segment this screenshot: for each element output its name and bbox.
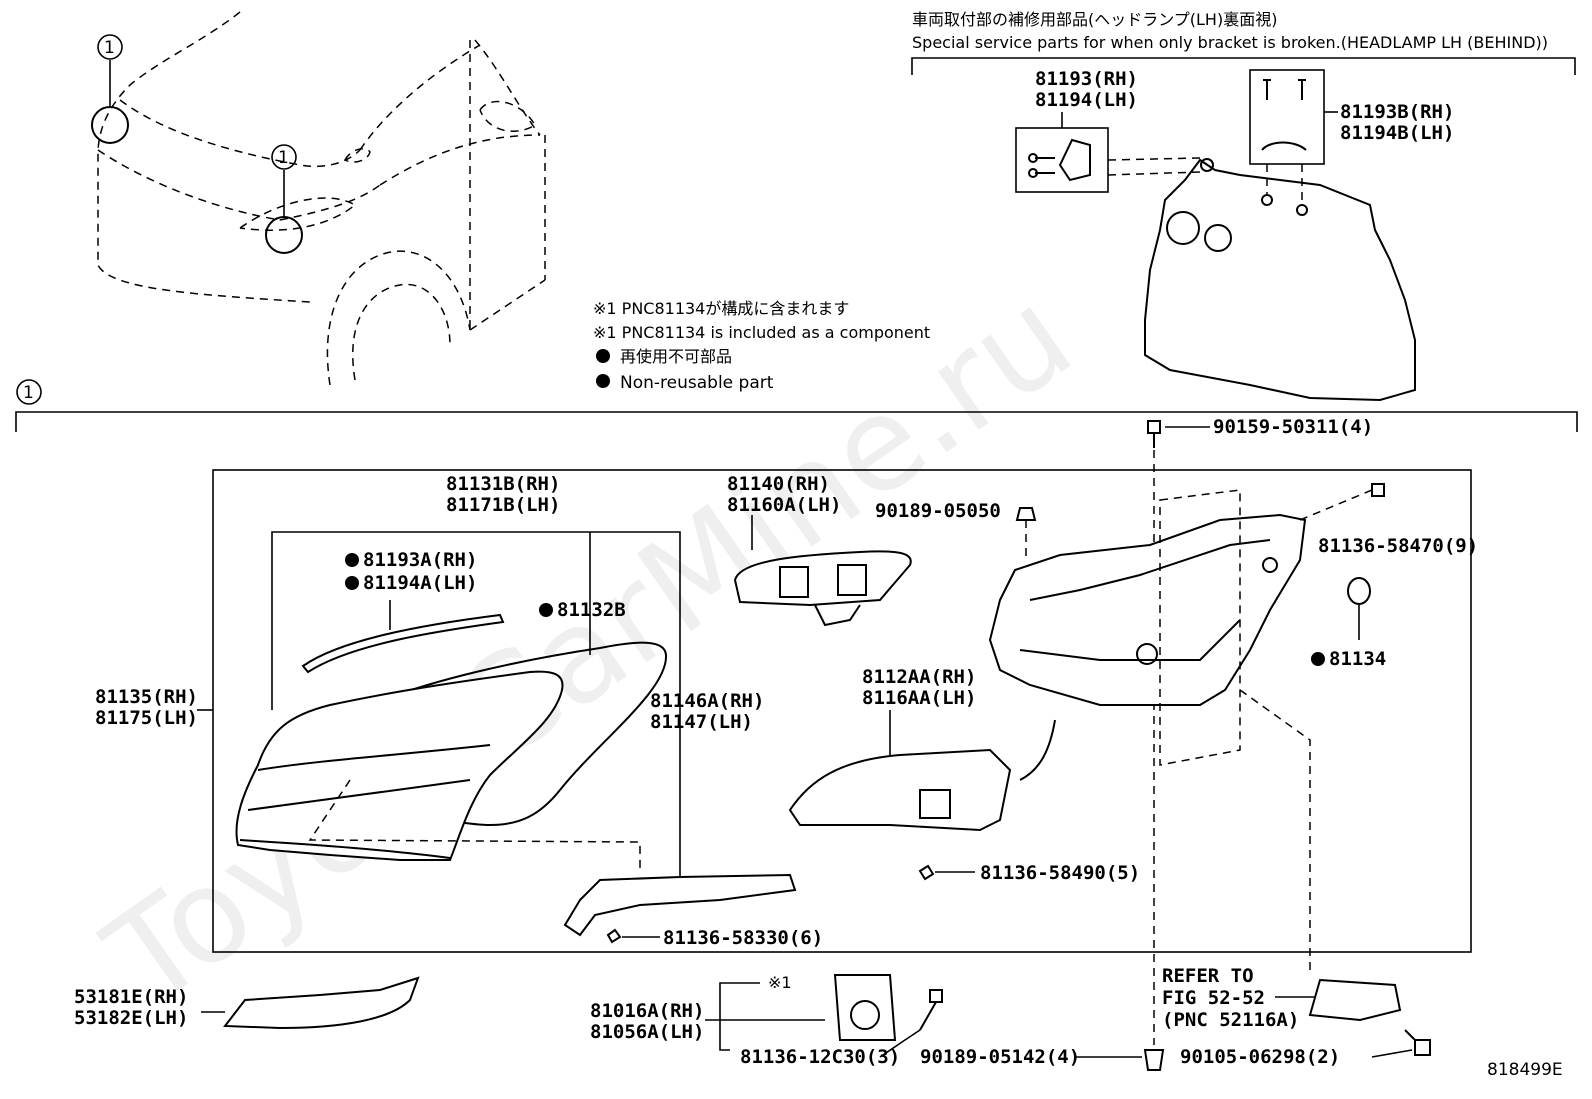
part-81016a: 81016A(RH) — [590, 1000, 704, 1022]
part-90159-50311: 90159-50311(4) — [1213, 416, 1373, 438]
part-81194: 81194(LH) — [1035, 89, 1138, 111]
main-lamp-unit — [788, 748, 1012, 832]
housing-group: 90189-05050 90159-50311(4) 81136-58470(9… — [875, 416, 1478, 1045]
part-81132b: 81132B — [557, 599, 626, 621]
part-53182e: 53182E(LH) — [74, 1007, 188, 1029]
service-title-jp: 車両取付部の補修用部品(ヘッドランプ(LH)裏面視) — [912, 10, 1277, 29]
part-8116aa: 8116AA(LH) — [862, 687, 976, 709]
part-81136-12c30: 81136-12C30(3) — [740, 1046, 900, 1068]
mounting-bracket-52116a — [1308, 978, 1402, 1022]
oring-81134 — [1347, 577, 1371, 605]
part-81136-58470: 81136-58470(9) — [1318, 535, 1478, 557]
part-81136-58490: 81136-58490(5) — [980, 862, 1140, 884]
section-1-bracket: 1 — [15, 379, 1578, 432]
bracket-81193b-box — [1249, 69, 1325, 165]
service-parts-section: 車両取付部の補修用部品(ヘッドランプ(LH)裏面視) Special servi… — [911, 10, 1576, 402]
figure-id: 818499E — [1487, 1060, 1563, 1080]
non-reusable-dot-icon — [596, 349, 610, 363]
trim-strip — [301, 613, 505, 674]
bottom-parts: 53181E(RH) 53182E(LH) 81016A(RH) 81056A(… — [74, 965, 1563, 1080]
callout-1-b: 1 — [278, 148, 289, 168]
non-reusable-dot-icon — [596, 374, 610, 388]
refer-fig-label: FIG 52-52 — [1162, 987, 1265, 1009]
leveling-actuator — [833, 974, 897, 1041]
headlamp-housing — [988, 513, 1307, 706]
refer-pnc-label: (PNC 52116A) — [1162, 1009, 1299, 1031]
part-81134: 81134 — [1329, 648, 1386, 670]
refer-to-label: REFER TO — [1162, 965, 1254, 987]
part-81136-58330: 81136-58330(6) — [663, 927, 823, 949]
lens-gasket — [369, 641, 668, 827]
part-90189-05142: 90189-05142(4) — [920, 1046, 1080, 1068]
lamp-units: 81140(RH) 81160A(LH) 8112AA(RH) 8116AA(L… — [727, 473, 1140, 884]
headlamp-position-lh — [265, 216, 303, 254]
part-90105-06298: 90105-06298(2) — [1180, 1046, 1340, 1068]
part-81016-note-mark: ※1 — [768, 973, 792, 992]
part-53181e: 53181E(RH) — [74, 986, 188, 1008]
part-81146a: 81146A(RH) — [650, 690, 764, 712]
part-81194a: 81194A(LH) — [363, 572, 477, 594]
part-81131b: 81131B(RH) — [446, 473, 560, 495]
note-nonreuse-en: Non-reusable part — [620, 373, 774, 393]
headlamp-position-rh — [91, 106, 129, 144]
part-81171b: 81171B(LH) — [446, 494, 560, 516]
service-title-en: Special service parts for when only brac… — [912, 33, 1548, 52]
section-marker-1: 1 — [23, 383, 34, 403]
headlamp-assembly-frame — [212, 469, 1472, 953]
part-81175: 81175(LH) — [95, 707, 198, 729]
part-90189-05050: 90189-05050 — [875, 500, 1001, 522]
part-81194b: 81194B(LH) — [1340, 122, 1454, 144]
note-pnc-en: ※1 PNC81134 is included as a component — [593, 323, 930, 342]
part-81160a: 81160A(LH) — [727, 494, 841, 516]
part-81135: 81135(RH) — [95, 686, 198, 708]
side-bracket — [563, 873, 797, 937]
part-8112aa: 8112AA(RH) — [862, 666, 976, 688]
headlamp-lens — [235, 670, 564, 861]
notes-block: ※1 PNC81134が構成に含まれます ※1 PNC81134 is incl… — [593, 299, 930, 393]
vehicle-outline: 1 1 — [91, 11, 546, 386]
part-81147: 81147(LH) — [650, 711, 753, 733]
part-81193: 81193(RH) — [1035, 68, 1138, 90]
lens-group: 81131B(RH) 81171B(LH) 81193A(RH) 81194A(… — [95, 473, 823, 949]
note-nonreuse-jp: 再使用不可部品 — [620, 347, 732, 366]
part-81193b: 81193B(RH) — [1340, 101, 1454, 123]
callout-1-a: 1 — [104, 38, 115, 58]
part-81056a: 81056A(LH) — [590, 1021, 704, 1043]
note-pnc-jp: ※1 PNC81134が構成に含まれます — [593, 299, 849, 318]
part-81140: 81140(RH) — [727, 473, 830, 495]
garnish-molding — [223, 976, 420, 1030]
part-81193a: 81193A(RH) — [363, 549, 477, 571]
